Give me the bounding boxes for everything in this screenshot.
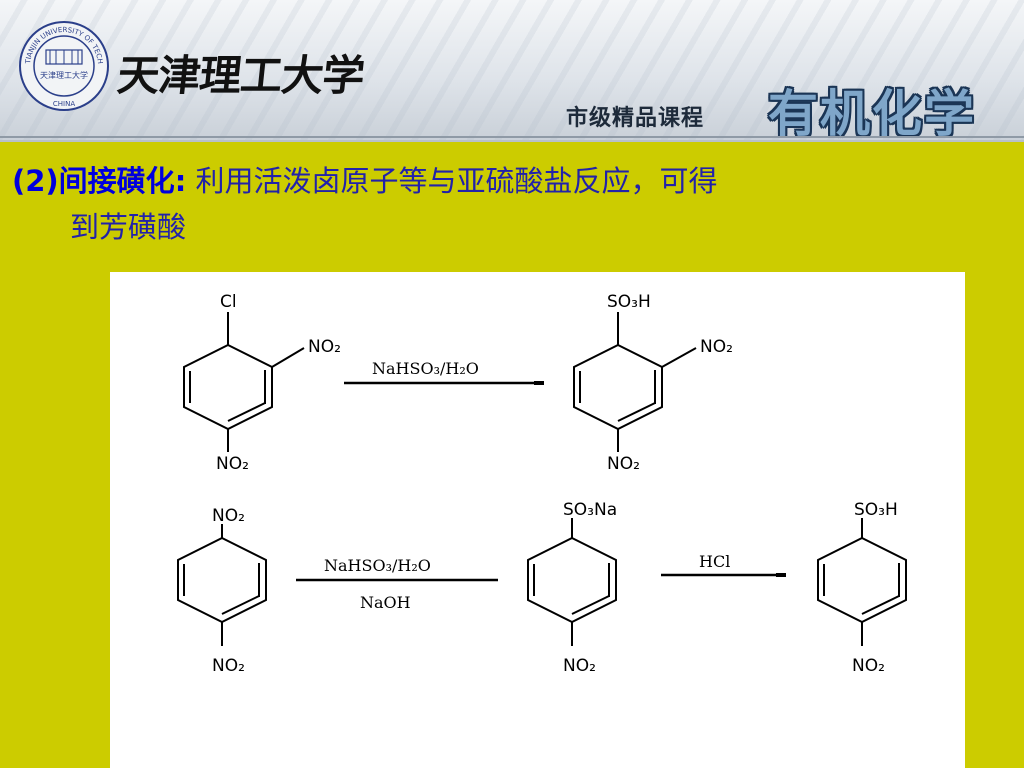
intermediate-so3na-label: SO₃Na — [563, 500, 617, 520]
svg-text:天津理工大学: 天津理工大学 — [40, 70, 88, 80]
bullet-text-line1: 利用活泼卤原子等与亚硫酸盐反应，可得 — [186, 164, 718, 198]
reaction-scheme: Cl NO₂ NO₂ NaHSO₃/H₂O SO₃H NO₂ NO₂ NO₂ — [110, 272, 965, 768]
product-2-so3h-label: SO₃H — [854, 500, 898, 520]
reaction-2-reagent-above: NaHSO₃/H₂O — [324, 556, 431, 575]
product-1-no2-side-label: NO₂ — [700, 337, 733, 357]
product-1-no2-bottom-label: NO₂ — [607, 454, 640, 474]
header-texture — [0, 0, 1024, 142]
bullet-colon: : — [174, 164, 187, 198]
product-2-no2-label: NO₂ — [852, 656, 885, 676]
product-1-structure — [573, 312, 697, 452]
reaction-3-reagent: HCl — [699, 552, 730, 571]
bullet-text-line2: 到芳磺酸 — [70, 210, 187, 244]
reactant-2-no2-bottom-label: NO₂ — [212, 656, 245, 676]
svg-text:CHINA: CHINA — [53, 100, 75, 108]
reaction-2-reagent-below: NaOH — [360, 593, 411, 612]
university-name: 天津理工大学 — [115, 51, 367, 100]
reactant-1-cl-label: Cl — [220, 292, 237, 312]
header-divider — [0, 136, 1024, 138]
reactant-2-no2-top-label: NO₂ — [212, 506, 245, 526]
reaction-3-arrowhead — [776, 573, 786, 577]
product-1-so3h-label: SO₃H — [607, 292, 651, 312]
intermediate-no2-label: NO₂ — [563, 656, 596, 676]
slide-header: TIANJIN UNIVERSITY OF TECHNOLOGY 天津理工大学 … — [0, 0, 1024, 142]
bullet-point: (2)间接磺化: 利用活泼卤原子等与亚硫酸盐反应，可得 到芳磺酸 — [12, 158, 1002, 250]
header-divider-secondary — [0, 140, 1024, 142]
university-seal-logo: TIANJIN UNIVERSITY OF TECHNOLOGY 天津理工大学 … — [18, 20, 109, 111]
reactant-1-no2-side-label: NO₂ — [308, 337, 341, 357]
reaction-1-arrowhead — [534, 381, 544, 385]
reactant-1-structure — [183, 312, 305, 452]
reaction-1-reagent: NaHSO₃/H₂O — [372, 359, 479, 378]
course-level-label: 市级精品课程 — [566, 106, 705, 131]
course-name-title: 有机化学 — [768, 85, 976, 142]
bullet-label: (2)间接磺化 — [12, 164, 175, 198]
reactant-2-structure — [177, 524, 267, 646]
product-2-structure — [817, 518, 907, 646]
reaction-scheme-drawing: Cl NO₂ NO₂ NaHSO₃/H₂O SO₃H NO₂ NO₂ NO₂ — [177, 292, 907, 676]
reactant-1-no2-bottom-label: NO₂ — [216, 454, 249, 474]
intermediate-structure — [527, 518, 617, 646]
